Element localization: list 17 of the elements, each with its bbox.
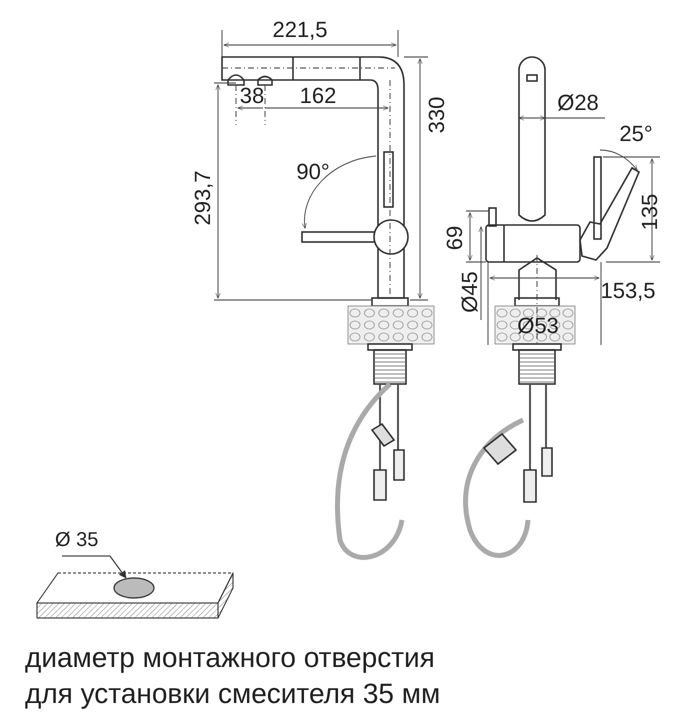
dimension-label: Ø 35 [55,530,98,550]
dimension-label: Ø53 [517,315,559,337]
dimension-label: 135 [639,194,661,230]
dimension-label: 69 [444,226,466,250]
dimension-label: 293,7 [192,170,214,226]
dimension-label: 162 [300,85,336,107]
caption: диаметр монтажного отверстия для установки смесителя 35 мм [25,641,442,711]
mounting-hole [113,577,155,599]
dimension-label: Ø28 [557,92,599,114]
dimension-label: 330 [426,96,448,134]
dimension-label: 25° [619,123,653,145]
dimension-label: Ø45 [459,271,481,313]
leader-line [62,555,126,579]
dimension-label: 153,5 [600,280,656,302]
dimension-label: 38 [240,85,264,107]
dimension-label: 90° [296,161,330,183]
dimension-label: 221,5 [272,19,328,41]
